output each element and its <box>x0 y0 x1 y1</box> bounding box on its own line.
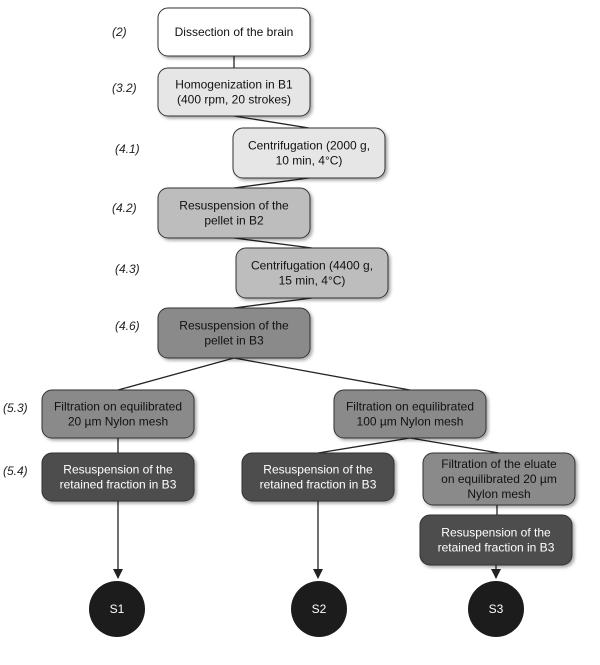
output-sample-s3: S3 <box>468 581 524 637</box>
step-text-line: Filtration on equilibrated <box>54 400 182 414</box>
step-box-homogenization: Homogenization in B1(400 rpm, 20 strokes… <box>157 67 311 117</box>
step-text-line: retained fraction in B3 <box>60 478 177 492</box>
step-text-line: 20 µm Nylon mesh <box>68 415 168 429</box>
step-text-line: 10 min, 4°C) <box>276 154 343 168</box>
output-label: S3 <box>489 602 504 616</box>
step-box-shape <box>41 389 195 439</box>
output-sample-s2: S2 <box>291 581 347 637</box>
step-box-shape <box>235 247 389 299</box>
step-number-label: (4.1) <box>115 142 140 156</box>
step-box-shape <box>232 127 386 179</box>
step-text-line: (400 rpm, 20 strokes) <box>177 93 291 107</box>
connector-line <box>117 357 235 391</box>
step-box-shape <box>157 67 311 117</box>
step-box-shape <box>157 187 311 239</box>
step-text-line: Filtration of the eluate <box>441 457 557 471</box>
connector-line <box>233 297 313 309</box>
step-text-line: Centrifugation (2000 g, <box>248 139 370 153</box>
step-number-label: (5.3) <box>3 401 28 415</box>
step-text-line: pellet in B2 <box>204 214 264 228</box>
output-circle <box>468 581 524 637</box>
step-number-label: (4.6) <box>115 319 140 333</box>
step-box-centrifugation-2000g: Centrifugation (2000 g,10 min, 4°C) <box>232 127 386 179</box>
connector-line <box>233 115 310 129</box>
connector-line <box>233 177 310 189</box>
step-text-line: Homogenization in B1 <box>175 78 293 92</box>
step-text-line: 100 µm Nylon mesh <box>357 415 464 429</box>
step-number-label: (4.2) <box>112 201 137 215</box>
step-text-line: Nylon mesh <box>467 487 530 501</box>
connectors <box>113 56 501 579</box>
connector-line <box>317 437 411 454</box>
output-sample-s1: S1 <box>89 581 145 637</box>
output-label: S1 <box>110 602 125 616</box>
connector-line <box>233 357 411 391</box>
step-box-shape <box>157 7 311 57</box>
step-number-label: (2) <box>112 25 127 39</box>
step-text-line: Filtration on equilibrated <box>346 400 474 414</box>
step-number-label: (4.3) <box>115 262 140 276</box>
output-samples: S1 S2 S3 <box>89 581 524 637</box>
step-text-line: Resuspension of the <box>179 199 289 213</box>
step-text-line: retained fraction in B3 <box>260 478 377 492</box>
step-text-line: Resuspension of the <box>441 526 551 540</box>
step-text-line: 15 min, 4°C) <box>279 274 346 288</box>
step-box-shape <box>157 307 311 359</box>
step-text-line: on equilibrated 20 µm <box>441 472 557 486</box>
step-labels: (2) (3.2) (4.1) (4.2) (4.3) (4.6) (5.3) (5.4) <box>3 25 140 478</box>
step-text-line: Resuspension of the <box>263 463 373 477</box>
step-box-shape <box>419 514 573 566</box>
step-text-line: Centrifugation (4400 g, <box>251 259 373 273</box>
step-number-label: (3.2) <box>112 81 137 95</box>
step-box-shape <box>241 452 395 502</box>
step-box-centrifugation-4400g: Centrifugation (4400 g,15 min, 4°C) <box>235 247 389 299</box>
output-label: S2 <box>312 602 327 616</box>
step-text-line: retained fraction in B3 <box>438 541 555 555</box>
step-text-line: Resuspension of the <box>179 319 289 333</box>
step-text-line: Resuspension of the <box>63 463 173 477</box>
step-text-line: Dissection of the brain <box>175 25 294 39</box>
step-number-label: (5.4) <box>3 464 28 478</box>
connector-line <box>409 437 500 454</box>
step-box-dissection: Dissection of the brain <box>157 7 311 57</box>
step-box-shape <box>422 452 576 506</box>
output-circle <box>291 581 347 637</box>
step-text-line: pellet in B3 <box>204 334 264 348</box>
step-box-shape <box>41 452 195 502</box>
step-box-shape <box>333 389 487 439</box>
output-circle <box>89 581 145 637</box>
connector-line <box>233 237 313 249</box>
